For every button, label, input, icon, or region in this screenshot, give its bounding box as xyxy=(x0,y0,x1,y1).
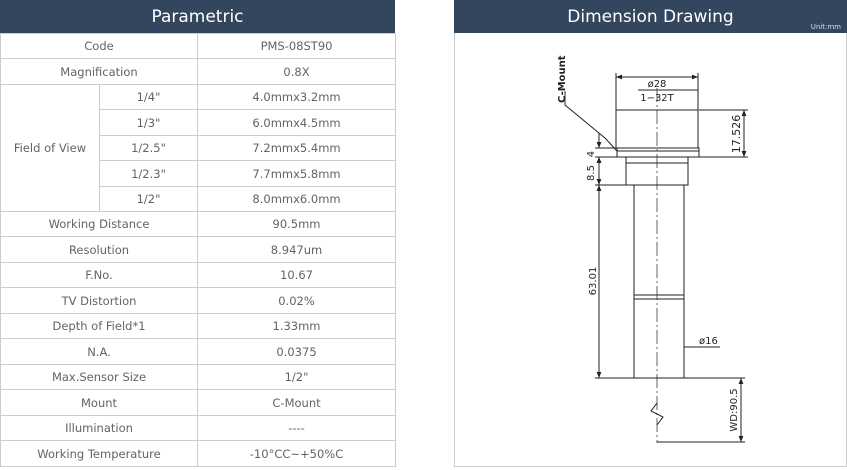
table-row: Code PMS-08ST90 xyxy=(0,33,397,59)
row-label-resolution: Resolution xyxy=(0,236,199,263)
table-row: 1/2" 8.0mmx6.0mm xyxy=(1,186,397,212)
row-label-tv-distortion: TV Distortion xyxy=(0,287,199,314)
row-value-code: PMS-08ST90 xyxy=(197,33,397,59)
table-row: Working Temperature -10°CC~+50%C xyxy=(0,440,397,467)
table-row: F.No. 10.67 xyxy=(0,262,397,288)
table-row: Depth of Field*1 1.33mm xyxy=(0,313,397,339)
table-row: Field of View 1/4" 4.0mmx3.2mm xyxy=(0,84,397,212)
dimension-drawing-panel: Dimension Drawing Unit:mm xyxy=(454,0,847,468)
row-label-working-temperature: Working Temperature xyxy=(0,440,199,467)
parametric-panel: Parametric Code PMS-08ST90 Magnification… xyxy=(0,0,397,468)
row-value-resolution: 8.947um xyxy=(197,236,397,263)
c-mount-leader xyxy=(564,91,618,152)
parametric-title: Parametric xyxy=(151,6,244,27)
unit-label: Unit:mm xyxy=(810,23,841,31)
fov-value: 6.0mmx4.5mm xyxy=(197,109,397,136)
row-value-fno: 10.67 xyxy=(197,262,397,288)
fov-sensor: 1/3" xyxy=(98,109,199,136)
row-value-max-sensor: 1/2" xyxy=(197,364,397,390)
label-c-mount: C-Mount xyxy=(557,55,568,103)
break-symbol xyxy=(650,402,664,426)
table-row: 1/2.5" 7.2mmx5.4mm xyxy=(1,135,397,161)
table-row: Mount C-Mount xyxy=(0,389,397,416)
label-85: 8.5 xyxy=(586,165,597,181)
row-value-illumination: ---- xyxy=(197,415,397,441)
drawing-frame: C-Mount ø28 1−32T 17.526 4 8.5 63.01 ø16… xyxy=(454,33,847,467)
row-value-working-temperature: -10°CC~+50%C xyxy=(197,440,397,467)
parametric-header: Parametric xyxy=(0,0,395,33)
row-label-code: Code xyxy=(0,33,199,59)
fov-sensor: 1/2.5" xyxy=(98,135,199,161)
row-label-depth-of-field: Depth of Field*1 xyxy=(0,313,199,339)
table-row: N.A. 0.0375 xyxy=(0,338,397,365)
fov-value: 7.7mmx5.8mm xyxy=(197,160,397,187)
table-row: 1/3" 6.0mmx4.5mm xyxy=(1,109,397,136)
label-6301: 63.01 xyxy=(588,267,599,296)
drawing-header: Dimension Drawing xyxy=(454,0,847,33)
row-label-magnification: Magnification xyxy=(0,58,199,85)
drawing-title: Dimension Drawing xyxy=(567,6,734,27)
row-label-working-distance: Working Distance xyxy=(0,211,199,237)
row-label-fno: F.No. xyxy=(0,262,199,288)
fov-sensor: 1/2.3" xyxy=(98,160,199,187)
spec-table: Code PMS-08ST90 Magnification 0.8X Field… xyxy=(0,33,397,467)
label-4: 4 xyxy=(586,151,597,157)
fov-value: 8.0mmx6.0mm xyxy=(197,186,397,212)
mount-flange xyxy=(616,147,700,158)
fov-value: 7.2mmx5.4mm xyxy=(197,135,397,161)
table-row: Max.Sensor Size 1/2" xyxy=(0,364,397,390)
lens-barrel xyxy=(633,184,685,379)
label-17526: 17.526 xyxy=(730,115,743,154)
row-label-mount: Mount xyxy=(0,389,199,416)
label-wd: WD:90.5 xyxy=(729,388,740,431)
row-value-na: 0.0375 xyxy=(197,338,397,365)
label-dia-16: ø16 xyxy=(699,336,718,347)
table-row: Resolution 8.947um xyxy=(0,236,397,263)
table-row: Magnification 0.8X xyxy=(0,58,397,85)
row-label-field-of-view: Field of View xyxy=(0,84,100,212)
table-row: TV Distortion 0.02% xyxy=(0,287,397,314)
fov-sensor: 1/4" xyxy=(98,84,199,110)
label-dia-28: ø28 xyxy=(648,79,667,90)
fov-value: 4.0mmx3.2mm xyxy=(197,84,397,110)
row-label-illumination: Illumination xyxy=(0,415,199,441)
row-value-tv-distortion: 0.02% xyxy=(197,287,397,314)
table-row: Illumination ---- xyxy=(0,415,397,441)
table-row: Working Distance 90.5mm xyxy=(0,211,397,237)
label-thread: 1−32T xyxy=(640,93,674,104)
row-label-max-sensor: Max.Sensor Size xyxy=(0,364,199,390)
row-value-magnification: 0.8X xyxy=(197,58,397,85)
row-value-working-distance: 90.5mm xyxy=(197,211,397,237)
table-row: 1/2.3" 7.7mmx5.8mm xyxy=(1,160,397,187)
lens-dimension-drawing: C-Mount ø28 1−32T 17.526 4 8.5 63.01 ø16… xyxy=(557,55,748,443)
row-value-depth-of-field: 1.33mm xyxy=(197,313,397,339)
row-value-mount: C-Mount xyxy=(197,389,397,416)
row-label-na: N.A. xyxy=(0,338,199,365)
fov-sensor: 1/2" xyxy=(98,186,199,212)
